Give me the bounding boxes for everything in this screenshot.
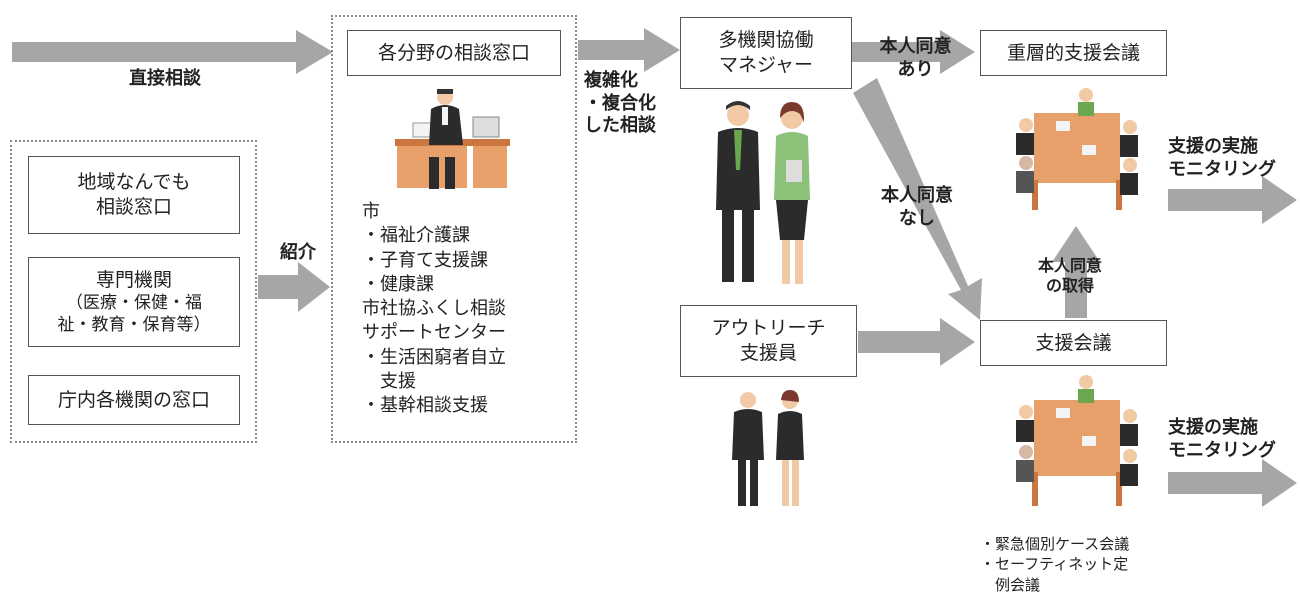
complex-line: ・複合化 xyxy=(584,92,656,114)
meeting-notes: ・緊急個別ケース会議 ・セーフティネット定 例会議 xyxy=(980,534,1180,595)
box-field-windows: 各分野の相談窓口 xyxy=(347,30,561,76)
specialist-detail: （医療・保健・福 祉・教育・保育等） xyxy=(57,293,211,336)
center-list-item: ・生活困窮者自立 xyxy=(362,346,506,368)
complex-line: した相談 xyxy=(584,115,656,136)
arrow-outreach xyxy=(858,318,975,366)
center-list-item: ・福祉介護課 xyxy=(362,225,470,247)
center-list-item: ・基幹相談支援 xyxy=(362,395,488,417)
center-list-item: 市 xyxy=(362,201,380,222)
arrow-to-multi-meeting xyxy=(852,30,975,74)
center-list-item: 支援 xyxy=(362,371,416,393)
label-support-1: 支援の実施 モニタリング xyxy=(1168,136,1276,180)
label-direct: 直接相談 xyxy=(129,68,201,89)
specialist-title: 専門機関 xyxy=(95,268,172,291)
box-support-meeting: 支援会議 xyxy=(980,320,1167,366)
label-consent-yes: 本人同意 あり xyxy=(879,36,952,80)
center-list-item: 市社協ふくし相談 xyxy=(362,298,506,320)
label-consent-no: 本人同意 なし xyxy=(881,185,953,229)
center-group-frame xyxy=(331,15,577,443)
box-outreach: アウトリーチ 支援員 xyxy=(680,305,857,377)
meeting-note-item: ・緊急個別ケース会議 xyxy=(980,535,1130,553)
arrow-support-2 xyxy=(1168,459,1297,507)
label-referral: 紹介 xyxy=(280,242,316,263)
arrow-direct xyxy=(12,30,333,74)
arrow-diagonal xyxy=(853,78,982,320)
arrow-support-1 xyxy=(1168,176,1297,224)
arrow-to-manager xyxy=(578,28,680,72)
label-consent-get: 本人同意 の取得 xyxy=(1037,256,1102,295)
left-group-frame xyxy=(10,140,257,443)
center-list-item: サポートセンター xyxy=(362,322,506,344)
desk-worker-illustration xyxy=(395,89,510,189)
arrow-referral xyxy=(258,262,330,312)
label-complex: 複雑化 ・複合化 した相談 xyxy=(584,70,679,138)
complex-line: 複雑化 xyxy=(584,70,638,91)
label-support-2: 支援の実施 モニタリング xyxy=(1168,417,1276,461)
center-list-item: ・健康課 xyxy=(362,273,434,295)
meeting-illustration-top xyxy=(1016,88,1138,210)
outreach-people-illustration xyxy=(732,390,804,506)
box-multilayer-meeting: 重層的支援会議 xyxy=(980,30,1167,76)
box-community-window: 地域なんでも 相談窓口 xyxy=(28,156,240,234)
box-internal-window: 庁内各機関の窓口 xyxy=(28,375,240,425)
box-specialist-org: 専門機関 （医療・保健・福 祉・教育・保育等） xyxy=(28,257,240,347)
meeting-illustration-bottom xyxy=(1016,375,1138,506)
meeting-note-item: 例会議 xyxy=(980,575,1041,594)
box-manager: 多機関協働 マネジャー xyxy=(680,17,852,89)
arrow-up-consent xyxy=(1052,226,1100,318)
manager-people-illustration xyxy=(716,101,810,284)
center-list-item: ・子育て支援課 xyxy=(362,249,488,271)
meeting-note-item: ・セーフティネット定 xyxy=(980,555,1129,574)
center-list: 市 ・福祉介護課 ・子育て支援課 ・健康課 市社協ふくし相談 サポートセンター … xyxy=(362,200,572,419)
